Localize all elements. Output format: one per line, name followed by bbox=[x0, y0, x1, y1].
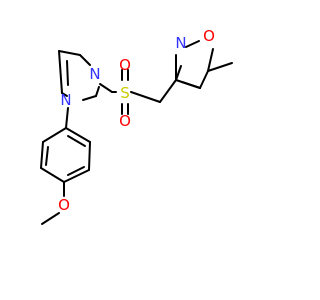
atom-label-oxygen: O bbox=[119, 56, 131, 74]
atom-label-nitrogen: N bbox=[60, 91, 71, 109]
bond bbox=[130, 91, 161, 103]
bond bbox=[45, 146, 49, 166]
atom-label-oxygen: O bbox=[119, 112, 131, 130]
bond bbox=[40, 167, 65, 183]
bond bbox=[67, 166, 85, 176]
atom-label-oxygen: O bbox=[58, 196, 70, 214]
atom-label-sulfur: S bbox=[120, 84, 130, 102]
bond bbox=[65, 107, 69, 129]
bond bbox=[79, 54, 91, 66]
molecule-structure: N N S O O N O O bbox=[40, 27, 233, 225]
bond bbox=[65, 127, 91, 143]
bond bbox=[63, 169, 90, 183]
atom-label-oxygen: O bbox=[203, 27, 215, 45]
bond bbox=[199, 70, 209, 89]
atom-label-nitrogen: N bbox=[89, 65, 100, 83]
sulfonyl-group bbox=[111, 69, 161, 115]
bond bbox=[185, 40, 200, 48]
bond bbox=[41, 212, 60, 225]
bond bbox=[66, 60, 69, 86]
imidazole-ring bbox=[58, 50, 113, 101]
bond bbox=[40, 141, 44, 169]
bond bbox=[82, 95, 97, 101]
bond bbox=[58, 50, 81, 56]
bond bbox=[207, 62, 233, 72]
atom-label-nitrogen: N bbox=[175, 34, 186, 52]
bond bbox=[58, 50, 63, 94]
bond bbox=[159, 79, 177, 103]
bond bbox=[95, 86, 100, 97]
bond bbox=[67, 135, 86, 147]
bond bbox=[181, 81, 201, 89]
bond bbox=[88, 141, 91, 171]
methoxy-group bbox=[41, 181, 65, 225]
phenyl-ring bbox=[40, 107, 91, 183]
bond bbox=[42, 127, 67, 143]
isoxazole-ring bbox=[159, 40, 233, 103]
bond bbox=[207, 48, 214, 72]
bond bbox=[99, 83, 113, 93]
